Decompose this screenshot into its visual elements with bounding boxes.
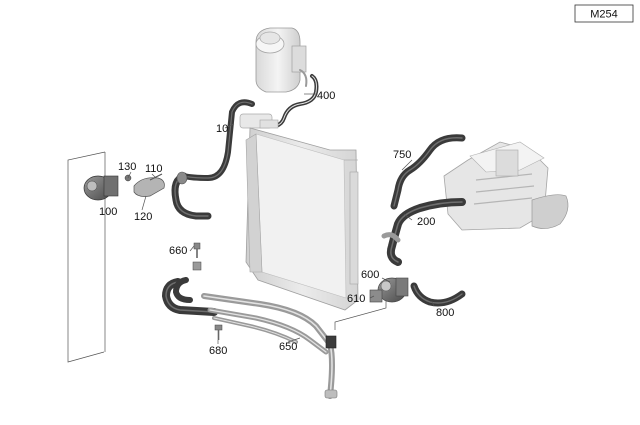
part-label-120: 120 bbox=[134, 211, 152, 223]
part-label-750: 750 bbox=[393, 149, 411, 161]
charge-air-module bbox=[443, 141, 569, 231]
hose-200 bbox=[381, 198, 466, 266]
pipe-650 bbox=[162, 277, 338, 399]
expansion-tank bbox=[255, 27, 308, 93]
part-label-600: 600 bbox=[361, 269, 379, 281]
leader-lines bbox=[127, 123, 435, 344]
bolt-680 bbox=[214, 324, 223, 340]
bracket-610 bbox=[369, 289, 383, 303]
part-label-400: 400 bbox=[317, 90, 335, 102]
part-label-610: 610 bbox=[347, 293, 365, 305]
aux-pump-100 bbox=[83, 175, 119, 201]
bolt-660 bbox=[192, 242, 202, 271]
part-labels: 10 100 110 120 130 200 400 600 610 650 6… bbox=[99, 90, 454, 357]
water-pump-600 bbox=[377, 277, 409, 303]
radiator bbox=[245, 127, 359, 311]
part-label-800: 800 bbox=[436, 307, 454, 319]
part-label-650: 650 bbox=[279, 341, 297, 353]
hose-400 bbox=[274, 74, 319, 128]
part-label-200: 200 bbox=[417, 216, 435, 228]
hose-10 bbox=[171, 99, 279, 220]
part-label-100: 100 bbox=[99, 206, 117, 218]
hose-750 bbox=[390, 134, 466, 210]
part-label-660: 660 bbox=[169, 245, 187, 257]
model-code-label: M254 bbox=[590, 9, 618, 21]
part-label-130: 130 bbox=[118, 161, 136, 173]
hose-800 bbox=[410, 282, 466, 307]
model-code-box: M254 bbox=[574, 4, 634, 23]
part-label-680: 680 bbox=[209, 345, 227, 357]
part-label-110: 110 bbox=[145, 163, 163, 175]
bracket-110-120 bbox=[133, 173, 165, 197]
part-label-10: 10 bbox=[216, 123, 228, 135]
